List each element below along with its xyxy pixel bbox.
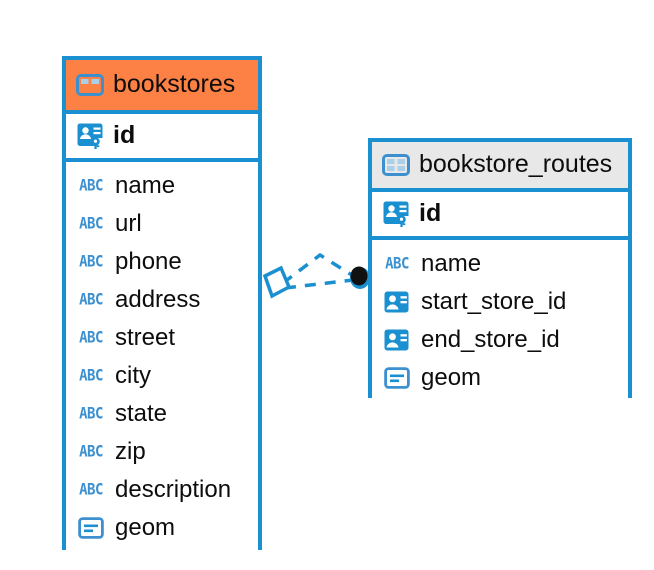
- field-label: description: [115, 476, 232, 504]
- field-label: end_store_id: [421, 326, 560, 354]
- abc-text-icon: ABC: [79, 215, 103, 233]
- field-label: state: [115, 400, 168, 428]
- foreign-key-icon: [382, 291, 412, 314]
- relationship-source-diamond: [262, 265, 292, 299]
- field-label: zip: [115, 438, 146, 466]
- abc-text-icon: ABC: [79, 367, 103, 385]
- field-row[interactable]: ABC name: [76, 167, 248, 205]
- abc-text-icon: ABC: [79, 329, 103, 347]
- entity-bookstore-routes-primary-key-row[interactable]: id: [372, 192, 628, 240]
- entity-bookstore-routes-title: bookstore_routes: [419, 150, 613, 179]
- field-row[interactable]: ABC zip: [76, 433, 248, 471]
- field-row[interactable]: ABC url: [76, 205, 248, 243]
- field-row[interactable]: start_store_id: [382, 283, 618, 321]
- abc-text-icon: ABC: [79, 405, 103, 423]
- field-row[interactable]: ABC description: [76, 471, 248, 509]
- field-label: geom: [115, 514, 176, 542]
- field-label: start_store_id: [421, 288, 567, 316]
- field-label: street: [115, 324, 176, 352]
- field-label: name: [115, 172, 176, 200]
- field-row[interactable]: ABC name: [382, 245, 618, 283]
- field-row[interactable]: ABC street: [76, 319, 248, 357]
- entity-bookstore-routes-header[interactable]: bookstore_routes: [372, 142, 628, 192]
- primary-key-icon: [76, 123, 104, 149]
- field-row[interactable]: ABC state: [76, 395, 248, 433]
- table-icon: [76, 73, 104, 96]
- field-row[interactable]: ABC phone: [76, 243, 248, 281]
- foreign-key-icon: [382, 329, 412, 352]
- relationship-line-lower: [284, 278, 354, 290]
- entity-bookstores-header[interactable]: bookstores: [66, 60, 258, 114]
- abc-text-icon: ABC: [79, 291, 103, 309]
- field-label: city: [115, 362, 151, 390]
- field-row[interactable]: ABC address: [76, 281, 248, 319]
- field-label: phone: [115, 248, 182, 276]
- field-label: url: [115, 210, 142, 238]
- abc-text-icon: ABC: [385, 255, 409, 273]
- field-row[interactable]: ABC city: [76, 357, 248, 395]
- field-row[interactable]: geom: [382, 359, 618, 397]
- field-row[interactable]: geom: [76, 509, 248, 547]
- geometry-icon: [382, 367, 412, 389]
- table-icon: [382, 153, 410, 176]
- abc-text-icon: ABC: [79, 177, 103, 195]
- entity-bookstore-routes-field-list: ABC name start_store_id: [372, 240, 628, 403]
- entity-bookstore-routes[interactable]: bookstore_routes id: [368, 138, 632, 403]
- entity-bookstores-primary-key-label: id: [113, 121, 136, 150]
- relationship-line-upper: [281, 252, 356, 285]
- abc-text-icon: ABC: [79, 481, 103, 499]
- entity-bookstores[interactable]: bookstores id: [62, 56, 262, 553]
- field-label: name: [421, 250, 482, 278]
- abc-text-icon: ABC: [79, 443, 103, 461]
- field-label: address: [115, 286, 201, 314]
- relationship-target-dot: [350, 266, 370, 289]
- primary-key-icon: [382, 201, 410, 227]
- entity-bookstores-primary-key-row[interactable]: id: [66, 114, 258, 162]
- abc-text-icon: ABC: [79, 253, 103, 271]
- geometry-icon: [76, 517, 106, 539]
- field-label: geom: [421, 364, 482, 392]
- field-row[interactable]: end_store_id: [382, 321, 618, 359]
- entity-bookstores-field-list: ABC name ABC url ABC phone ABC address A…: [66, 162, 258, 553]
- entity-bookstore-routes-primary-key-label: id: [419, 199, 442, 228]
- entity-bookstores-title: bookstores: [113, 70, 236, 99]
